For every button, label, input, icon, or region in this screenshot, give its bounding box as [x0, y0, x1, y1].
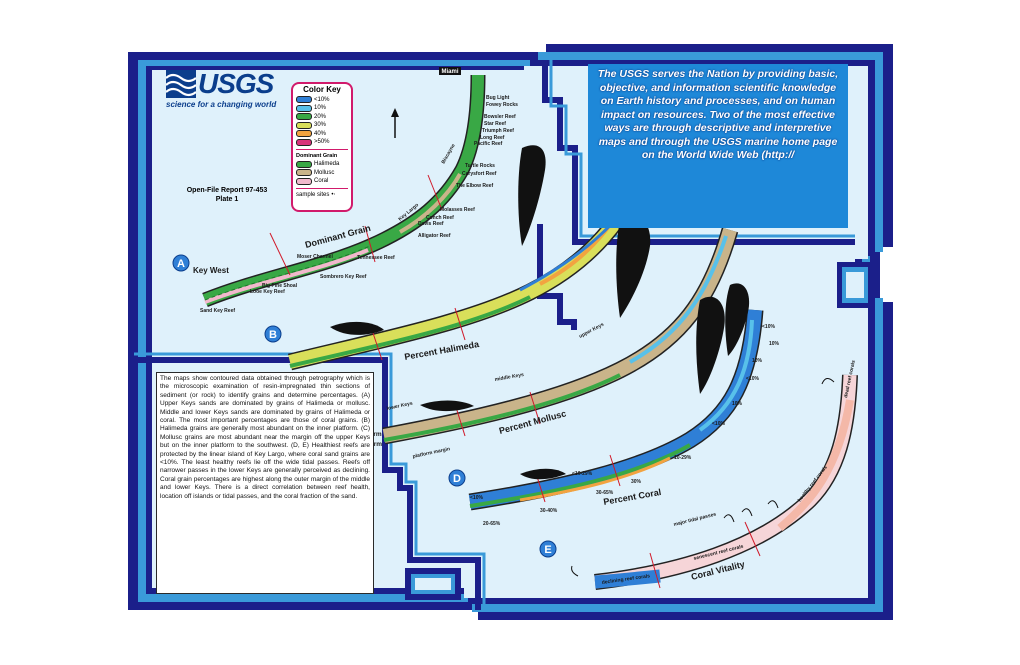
coral-label-7: 10-29%: [674, 455, 692, 461]
usgs-wordmark: USGS: [198, 68, 274, 99]
pct-label: <10%: [314, 96, 330, 103]
place-elbow: The Elbow Reef: [456, 183, 494, 189]
inner-frame-light: [134, 60, 855, 604]
pct-row: 40%: [296, 130, 348, 139]
place-key-west: Key West: [193, 266, 229, 275]
grain-row: Halimeda: [296, 160, 348, 169]
place-sand-key: Sand Key Reef: [200, 308, 235, 314]
pct-label: 30%: [314, 122, 327, 128]
pct-row: 20%: [296, 113, 348, 122]
pct-row: 30%: [296, 121, 348, 130]
map-a-arc: [202, 74, 486, 307]
place-carysfort: Carysfort Reef: [462, 171, 497, 177]
place-long: Long Reef: [480, 135, 505, 141]
grain-row: Mollusc: [296, 169, 348, 178]
usgs-tagline: science for a changing world: [166, 100, 277, 109]
sample-dots-icon: •⋅: [331, 191, 336, 198]
pct-label: 20%: [314, 113, 327, 120]
coral-label-13: <10%: [470, 495, 483, 501]
coral-label-3: 10%: [752, 358, 763, 364]
grain-title: Dominant Grain: [296, 152, 338, 159]
letter-b: B: [269, 329, 277, 341]
place-moser: Moser Channel: [297, 254, 333, 260]
label-lower-keys: lower Keys: [386, 401, 413, 412]
letter-e: E: [544, 544, 551, 556]
pct-row: >50%: [296, 138, 348, 147]
coral-label-6: <10%: [712, 421, 725, 427]
place-triumph: Triumph Reef: [482, 128, 514, 134]
pct-label: 40%: [314, 130, 327, 137]
coral-label-1: <10%: [762, 324, 775, 330]
label-middle-keys: middle Keys: [494, 372, 524, 383]
pct-row: 10%: [296, 104, 348, 113]
place-big-pine: Big Pine Shoal: [262, 283, 298, 289]
pct-swatch: [296, 113, 312, 121]
place-molasses: Molasses Reef: [440, 207, 475, 213]
place-pacific: Pacific Reef: [474, 141, 503, 147]
pct-swatch: [296, 138, 312, 146]
color-key-title: Color Key: [303, 85, 341, 94]
legend-divider-2: [296, 187, 348, 189]
coral-label-10: 30-65%: [596, 490, 614, 496]
usgs-logo: USGS science for a changing world: [166, 68, 291, 114]
place-davis: Davis Reef: [418, 221, 444, 227]
coral-label-8: <10-29%: [572, 471, 593, 477]
map-d-arc: [468, 309, 764, 511]
report-number: Open-File Report 97-453: [186, 187, 268, 194]
pct-swatch: [296, 130, 312, 138]
place-star: Star Reef: [484, 121, 506, 127]
coral-label-12: 20-65%: [483, 521, 501, 527]
pct-row: <10%: [296, 96, 348, 105]
place-tennessee: Tennessee Reef: [357, 255, 395, 261]
info-box: The USGS serves the Nation by providing …: [588, 64, 848, 228]
coral-label-9: 30%: [631, 479, 642, 485]
map-e-arc: [594, 374, 858, 590]
description-box: The maps show contoured data obtained th…: [156, 372, 374, 594]
report-label: Open-File Report 97-453 Plate 1: [172, 186, 282, 204]
coral-label-2: 10%: [769, 341, 780, 347]
place-sombrero: Sombrero Key Reef: [320, 274, 367, 280]
pct-label: 10%: [314, 105, 327, 111]
pct-rows: <10% 10% 20% 30% 40% >50%: [296, 96, 348, 147]
place-looe: Looe Key Reef: [250, 289, 285, 295]
land-masses: [330, 145, 750, 480]
pct-swatch: [296, 121, 312, 129]
coral-label-5: 10%: [732, 401, 743, 407]
grain-label: Coral: [314, 178, 329, 184]
pct-swatch: [296, 96, 312, 104]
grain-label: Halimeda: [314, 161, 340, 167]
north-arrow-icon: [391, 108, 399, 138]
coral-label-11: 30-40%: [540, 508, 558, 514]
place-bowsler: Bowsler Reef: [484, 114, 516, 120]
pct-swatch: [296, 104, 312, 112]
legend-divider: [296, 148, 348, 150]
pct-label: >50%: [314, 139, 330, 145]
usgs-wave-icon: [166, 70, 196, 98]
info-text: The USGS serves the Nation by providing …: [597, 68, 839, 161]
place-conch: Conch Reef: [426, 215, 454, 221]
grain-label: Mollusc: [314, 169, 335, 176]
grain-swatch: [296, 160, 312, 168]
letter-d: D: [453, 473, 461, 485]
place-alligator: Alligator Reef: [418, 233, 451, 239]
place-fowey: Fowey Rocks: [486, 102, 518, 108]
grain-swatch: [296, 169, 312, 177]
place-bug-light: Bug Light: [486, 95, 510, 101]
description-text: The maps show contoured data obtained th…: [160, 375, 370, 500]
coral-label-4: <10%: [746, 376, 759, 382]
grain-swatch: [296, 177, 312, 185]
letter-a: A: [177, 258, 185, 270]
place-turtle: Turtle Rocks: [465, 163, 495, 169]
color-key: Color Key <10% 10% 20% 30% 40% >50% Dominant …: [291, 82, 353, 212]
map-c-arc: [382, 227, 739, 445]
map-d-labels: <10% 10% 10% <10% 10% <10% 10-29% <10-29…: [470, 324, 780, 527]
grain-row: Coral: [296, 177, 348, 186]
place-miami: Miami: [441, 69, 458, 75]
sample-sites-label: sample sites: [296, 191, 330, 198]
report-plate: Plate 1: [215, 196, 239, 203]
sample-sites-row: sample sites •⋅: [296, 191, 348, 200]
